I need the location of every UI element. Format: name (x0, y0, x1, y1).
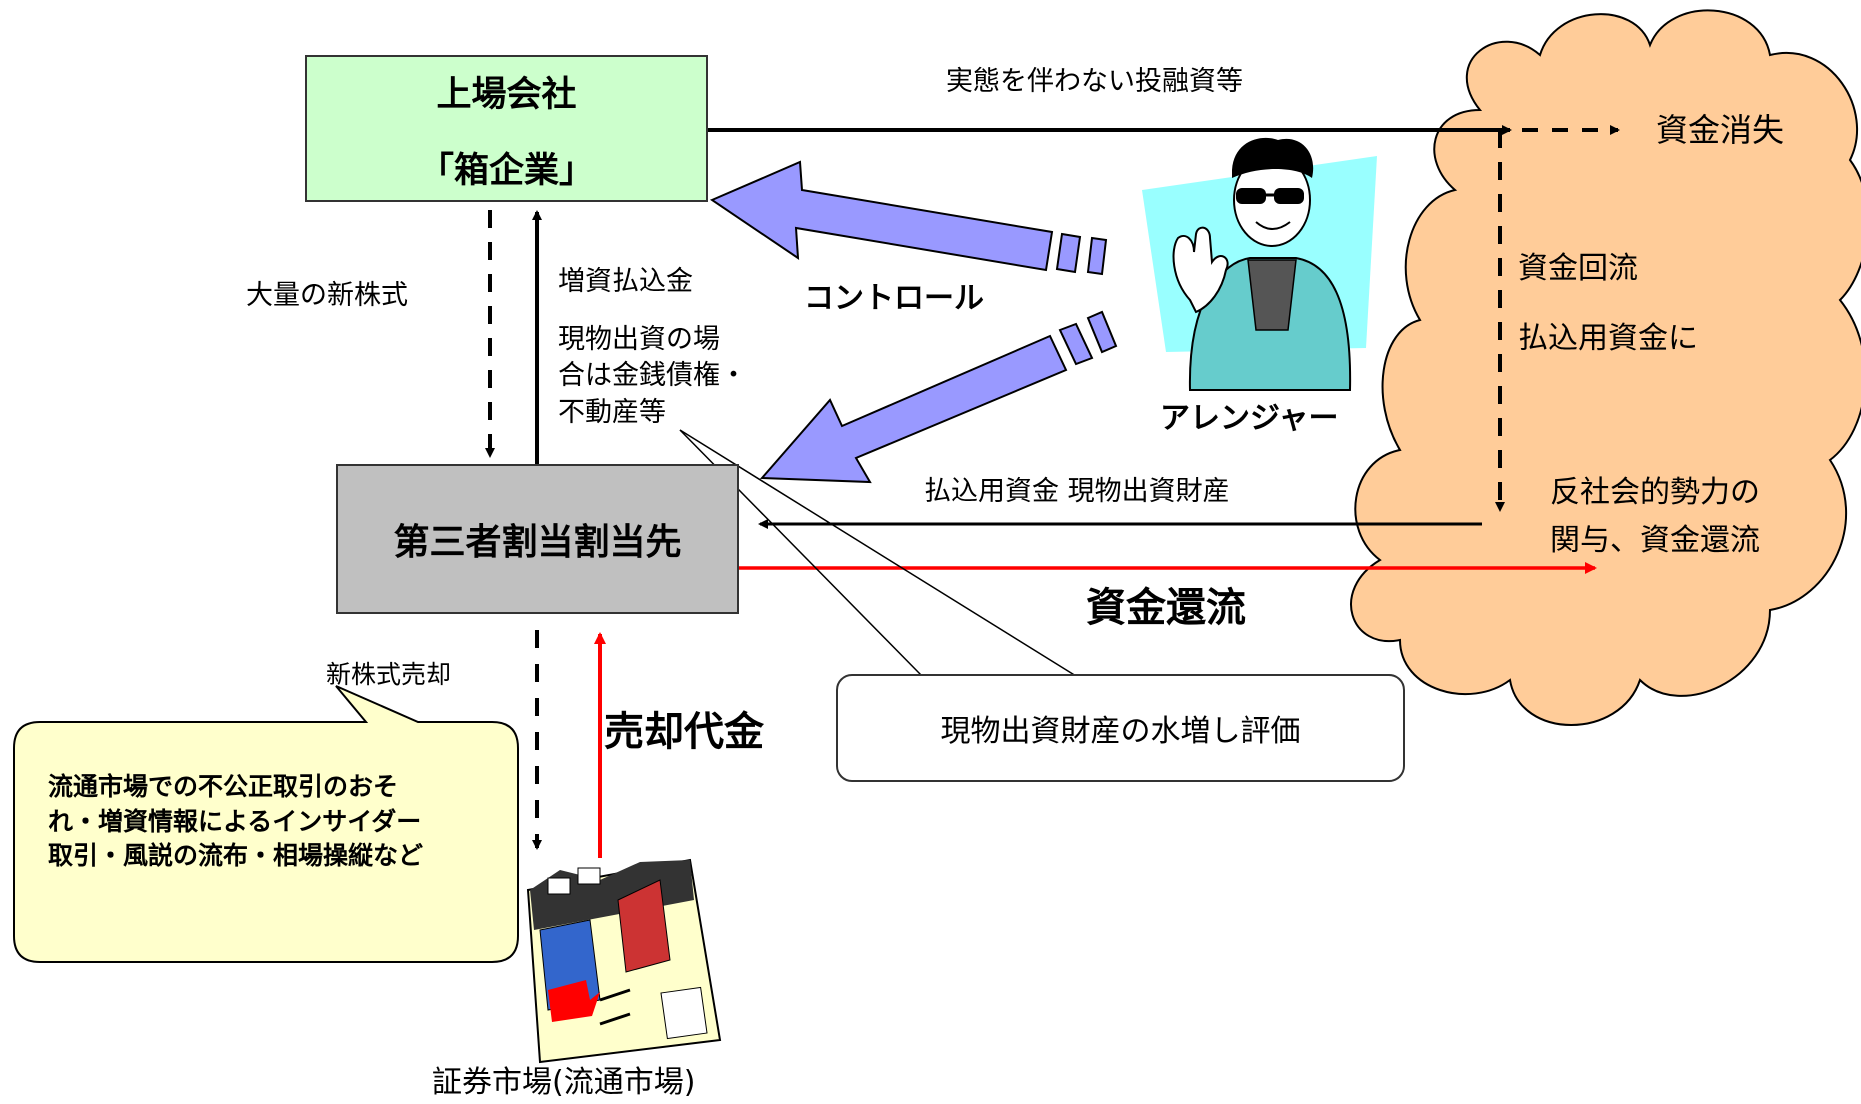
in-kind-label: 現物出資の場 合は金銭債権・ 不動産等 (558, 322, 747, 431)
fund-circulation-label: 資金回流 (1518, 251, 1638, 286)
cloud-shape (1350, 9, 1861, 726)
risk-callout-text: 流通市場での不公正取引のおそ れ・増資情報によるインサイダー 取引・風説の流布・… (48, 770, 423, 874)
callout-pointer-b (679, 429, 1077, 677)
antisocial-label: 反社会的勢力の (1550, 475, 1760, 510)
risk-line-1: 流通市場での不公正取引のおそ (48, 772, 399, 801)
overvaluation-callout: 現物出資財産の水増し評価 (836, 674, 1405, 782)
in-kind-line-2: 合は金銭債権・ (558, 360, 747, 392)
market-clipart (526, 858, 722, 1064)
payment-label: 増資払込金 (558, 266, 693, 297)
listed-company-label: 上場会社 (436, 75, 577, 115)
overvaluation-text: 現物出資財産の水増し評価 (940, 714, 1301, 749)
risk-callout-shape (13, 685, 519, 963)
control-arrow-lower (759, 310, 1118, 484)
listed-company-box (305, 55, 708, 202)
fund-circulation-label-2: 払込用資金に (1518, 321, 1698, 356)
risk-line-3: 取引・風説の流布・相場操縦など (48, 841, 424, 870)
third-party-label: 第三者割当割当先 (393, 522, 682, 563)
risk-line-2: れ・増資情報によるインサイダー (48, 806, 422, 836)
investment-label: 実態を伴わない投融資等 (946, 66, 1243, 97)
market-label: 証券市場(流通市場) (432, 1065, 696, 1100)
in-kind-line-1: 現物出資の場 (558, 324, 720, 355)
fund-return-label: 資金還流 (1086, 585, 1246, 631)
share-sale-label: 新株式売却 (326, 660, 452, 689)
fund-lost-label: 資金消失 (1656, 111, 1785, 149)
third-party-box: 第三者割当割当先 (336, 464, 739, 614)
control-label: コントロール (804, 281, 984, 316)
in-kind-line-3: 不動産等 (558, 396, 666, 428)
sale-proceeds-label: 売却代金 (604, 709, 764, 755)
control-arrow-upper (709, 160, 1108, 276)
arranger-label: アレンジャー (1160, 401, 1339, 436)
new-shares-label: 大量の新株式 (246, 280, 408, 311)
shell-company-label: 「箱企業」 (418, 151, 594, 191)
antisocial-label-2: 関与、資金還流 (1550, 523, 1760, 558)
arranger-figure (1142, 137, 1377, 391)
payment-funds-label: 払込用資金 現物出資財産 (924, 476, 1230, 507)
